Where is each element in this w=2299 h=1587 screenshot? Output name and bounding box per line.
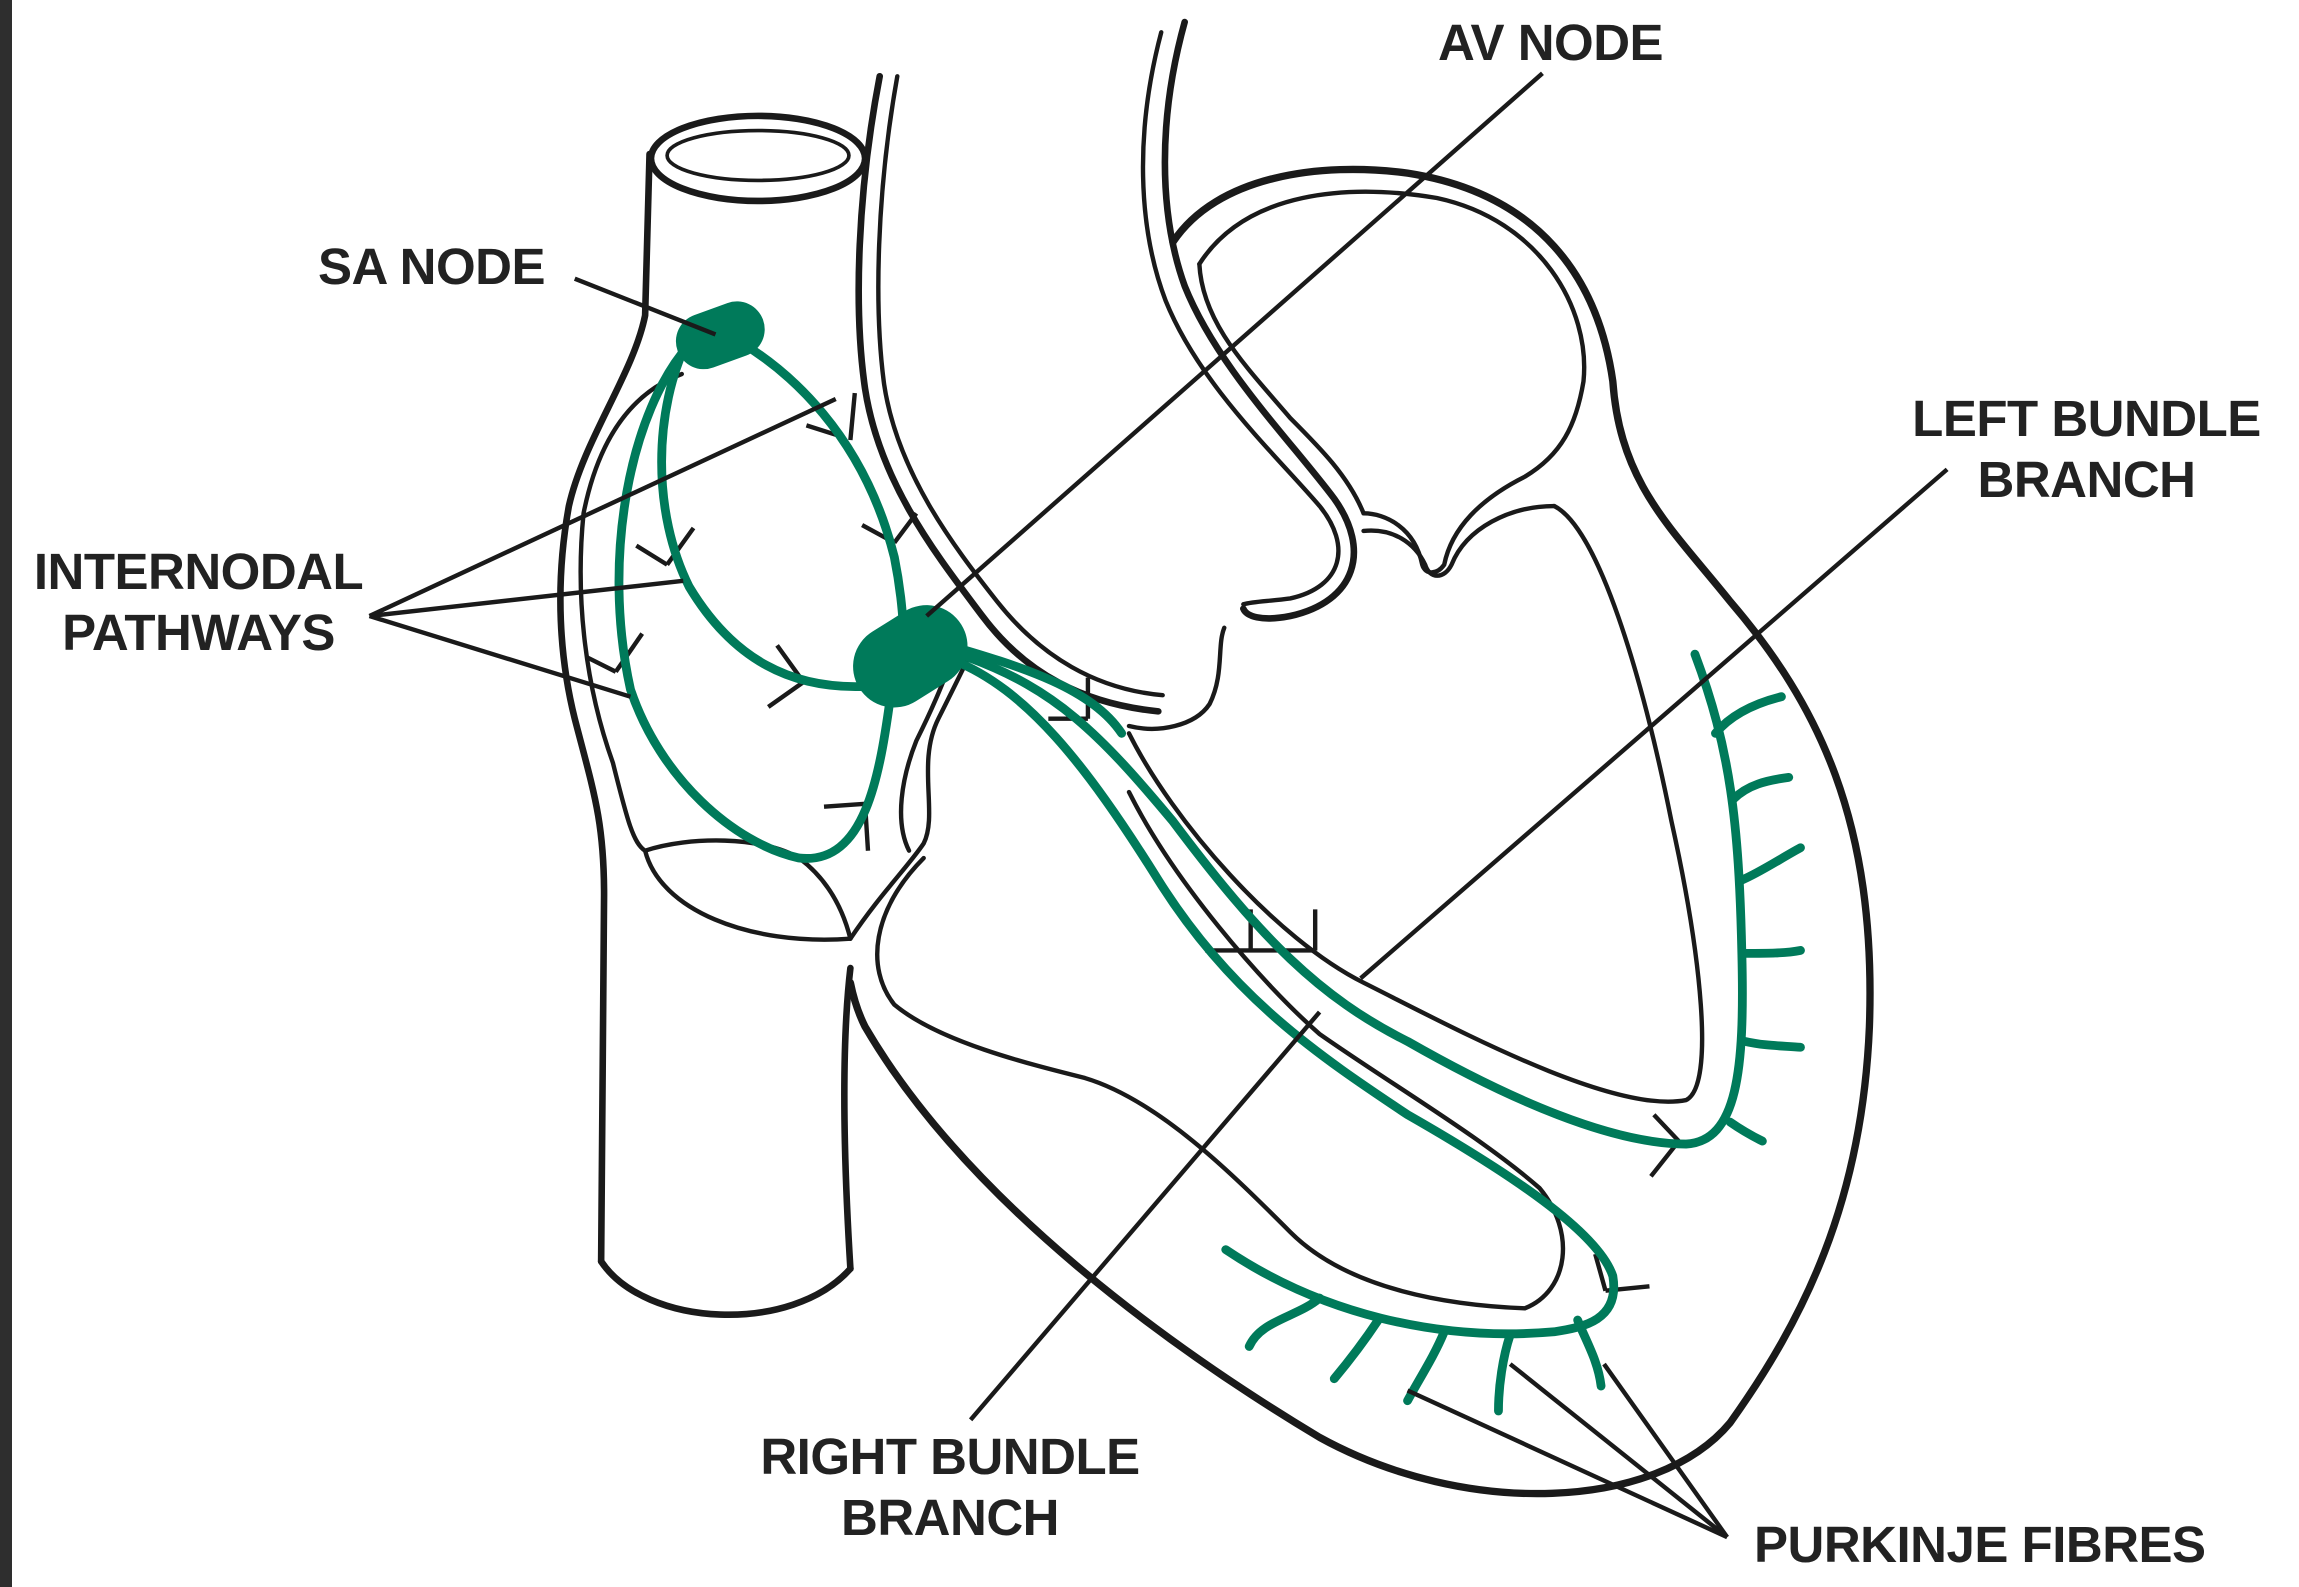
left-ventricle-outer (846, 165, 1874, 1498)
left-bundle-branch-label: LEFT BUNDLE BRANCH (1909, 388, 2264, 510)
inferior-vena-cava (597, 1258, 854, 1318)
superior-vena-cava (557, 150, 653, 1265)
right-bundle-label-line2: BRANCH (841, 1489, 1059, 1546)
pulmonary-trunk-outer (1161, 18, 1358, 622)
tricuspid-valve (848, 650, 973, 941)
sa-node-label: SA NODE (318, 238, 545, 295)
internodal-label-line2: PATHWAYS (62, 604, 335, 661)
heart-outline (557, 18, 1874, 1498)
pulmonary-trunk-inner (1140, 30, 1341, 607)
internodal-leader-2 (369, 578, 684, 619)
internodal-label-line1: INTERNODAL (33, 543, 364, 600)
septal-wall (1126, 625, 1227, 731)
left-edge-bar (0, 0, 12, 1587)
internodal-middle (657, 332, 870, 691)
vena-cava-opening-outer (647, 112, 869, 205)
ivc-right-wall (840, 964, 854, 1273)
sa-node (675, 301, 765, 370)
conduction-system (614, 325, 1805, 1416)
aorta-wall-2 (876, 74, 1165, 698)
internodal-leader-1 (368, 396, 837, 619)
right-bundle-label-line1: RIGHT BUNDLE (760, 1428, 1140, 1485)
internodal-posterior (614, 340, 896, 863)
right-ventricle-inner (875, 789, 1566, 1311)
av-node (853, 605, 968, 708)
mitral-valve-leaflet (1361, 503, 1557, 578)
internodal-anterior (714, 325, 914, 665)
purkinje-leader-2 (1508, 1362, 1729, 1539)
sa-node-leader (573, 276, 717, 337)
left-ventricle-inner (1126, 503, 1705, 1104)
av-node-label: AV NODE (1438, 14, 1664, 71)
nodes (675, 301, 968, 708)
bundle-of-his (933, 638, 1127, 738)
leader-lines (368, 71, 1949, 1540)
purkinje-leader-1 (1406, 1388, 1729, 1540)
left-bundle-leader (1359, 467, 1949, 980)
right-bundle-branch-fibre (948, 655, 1619, 1339)
av-node-leader (925, 71, 1544, 618)
right-bundle-leader (968, 1010, 1322, 1422)
left-bundle-label-line2: BRANCH (1977, 451, 2196, 508)
vena-cava-opening-inner (665, 128, 851, 183)
internodal-pathways-label: INTERNODAL PATHWAYS (26, 541, 371, 663)
atrium-base (642, 848, 853, 942)
left-bundle-branch-fibre (963, 649, 1747, 1149)
mitral-valve (1197, 261, 1366, 516)
purkinje-fibres-label: PURKINJE FIBRES (1754, 1516, 2206, 1573)
purkinje-leader-3 (1602, 1362, 1729, 1539)
internodal-leader-3 (368, 613, 632, 699)
right-bundle-branch-label: RIGHT BUNDLE BRANCH (750, 1426, 1150, 1548)
left-bundle-label-line1: LEFT BUNDLE (1912, 390, 2261, 447)
